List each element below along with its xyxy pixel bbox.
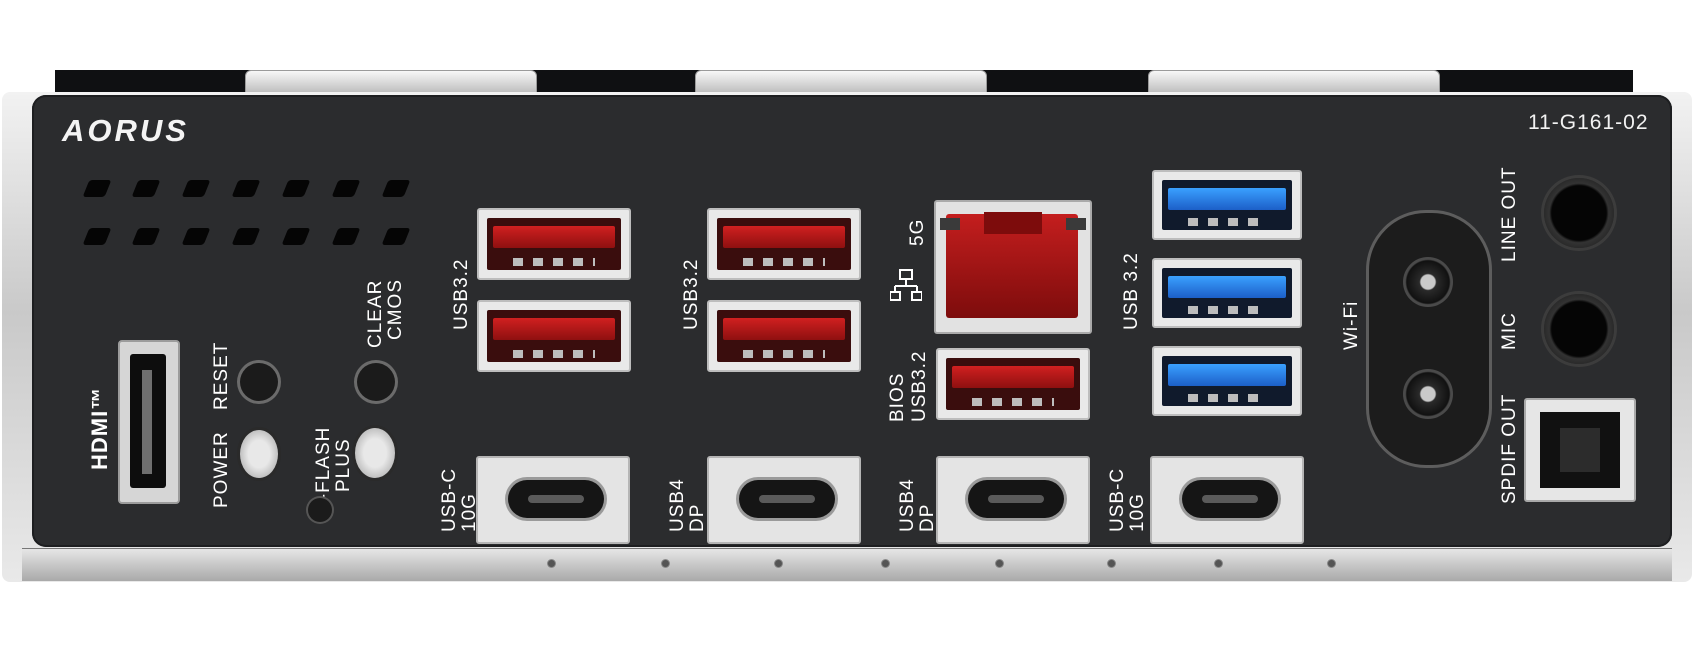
screw bbox=[1328, 560, 1335, 567]
usb4-2-label-line1: USB4 bbox=[897, 478, 918, 532]
lan-speed-label: 5G bbox=[907, 218, 928, 246]
network-icon bbox=[889, 268, 923, 308]
usb32-blue-port-3[interactable] bbox=[1152, 346, 1302, 416]
screw bbox=[1215, 560, 1222, 567]
usb32-port-left-top[interactable] bbox=[477, 208, 631, 280]
screw bbox=[882, 560, 889, 567]
hdmi-port[interactable] bbox=[118, 340, 180, 504]
usb32-left-label: USB3.2 bbox=[451, 258, 472, 330]
bios-label: BIOS bbox=[887, 372, 908, 422]
clear-cmos-button[interactable] bbox=[357, 363, 395, 401]
usbc-10g-port-2[interactable] bbox=[1150, 456, 1304, 544]
usb4-1-label-line2: DP bbox=[687, 503, 708, 532]
usb4-dp-port-1[interactable] bbox=[707, 456, 861, 544]
top-clip-left bbox=[245, 70, 537, 94]
line-out-jack[interactable] bbox=[1544, 178, 1614, 248]
clear-cmos-label-line2: CMOS bbox=[385, 279, 406, 340]
part-number: 11-G161-02 bbox=[1528, 111, 1649, 134]
usbc-1-label-line1: USB-C bbox=[439, 467, 460, 532]
usb32-port-mid-bottom[interactable] bbox=[707, 300, 861, 372]
usb32-blue-port-1[interactable] bbox=[1152, 170, 1302, 240]
qflash-plus-button[interactable] bbox=[355, 428, 395, 478]
aorus-logo: AORUS bbox=[62, 113, 189, 148]
usb4-dp-port-2[interactable] bbox=[936, 456, 1090, 544]
usbc-2-label-line2: 10G bbox=[1127, 493, 1148, 532]
screw bbox=[996, 560, 1003, 567]
usb4-1-label-line1: USB4 bbox=[667, 478, 688, 532]
wifi-label: Wi-Fi bbox=[1341, 300, 1362, 350]
top-clip-right bbox=[1148, 70, 1440, 94]
qflash-led-hole bbox=[308, 498, 332, 522]
reset-button[interactable] bbox=[240, 363, 278, 401]
usb32-right-label: USB 3.2 bbox=[1121, 252, 1142, 330]
hdmi-label: HDMI™ bbox=[87, 386, 112, 470]
mic-jack[interactable] bbox=[1544, 294, 1614, 364]
usb32-port-mid-top[interactable] bbox=[707, 208, 861, 280]
screw bbox=[662, 560, 669, 567]
screw bbox=[548, 560, 555, 567]
power-label: POWER bbox=[211, 431, 232, 508]
bios-usb32-port[interactable] bbox=[936, 348, 1090, 420]
reset-label: RESET bbox=[211, 341, 232, 410]
qflash-label-line2: PLUS bbox=[333, 438, 354, 492]
spdif-optical-port[interactable] bbox=[1524, 398, 1636, 502]
line-out-label: LINE OUT bbox=[1499, 166, 1520, 262]
usb4-2-label-line2: DP bbox=[917, 503, 938, 532]
wifi-antenna-connector-2[interactable] bbox=[1403, 369, 1453, 419]
bios-usb32-label: USB3.2 bbox=[909, 350, 930, 422]
bottom-strip bbox=[22, 548, 1672, 581]
wifi-antenna-connector-1[interactable] bbox=[1403, 257, 1453, 307]
spdif-out-label: SPDIF OUT bbox=[1499, 393, 1520, 504]
usbc-2-label-line1: USB-C bbox=[1107, 467, 1128, 532]
usb32-mid-label: USB3.2 bbox=[681, 258, 702, 330]
mic-label: MIC bbox=[1499, 312, 1520, 350]
wifi-antenna-module bbox=[1366, 210, 1492, 468]
screw bbox=[1108, 560, 1115, 567]
usb32-blue-port-2[interactable] bbox=[1152, 258, 1302, 328]
top-clip-middle bbox=[695, 70, 987, 94]
usb32-port-left-bottom[interactable] bbox=[477, 300, 631, 372]
power-button[interactable] bbox=[240, 430, 278, 478]
lan-5g-port[interactable] bbox=[934, 200, 1092, 334]
screw bbox=[775, 560, 782, 567]
clear-cmos-label-line1: CLEAR bbox=[365, 279, 386, 348]
usbc-10g-port-1[interactable] bbox=[476, 456, 630, 544]
